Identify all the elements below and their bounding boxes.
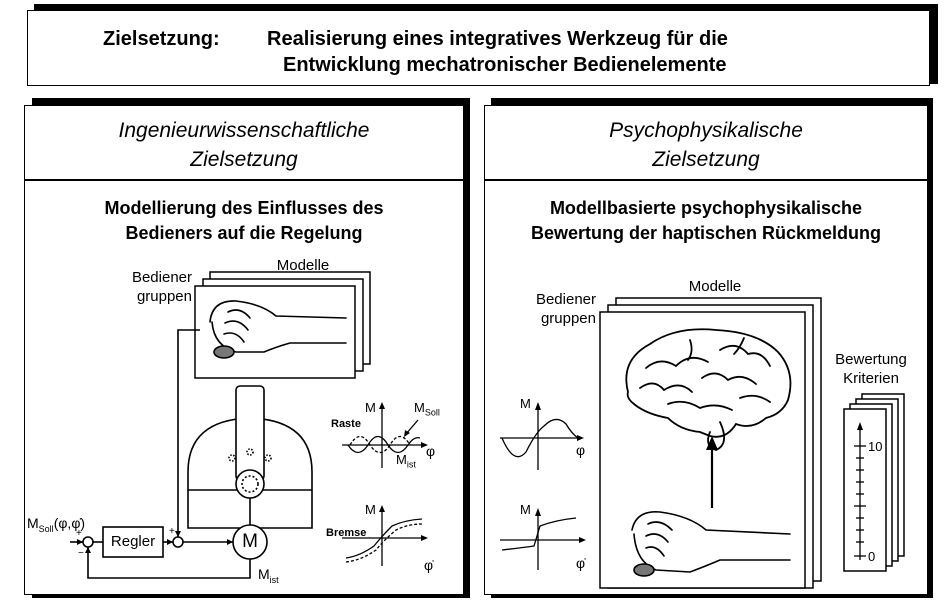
right-heading: Psychophysikalische Zielsetzung bbox=[484, 116, 928, 174]
controller-label: Regler bbox=[110, 533, 156, 550]
right-plot-1 bbox=[500, 406, 580, 470]
setpoint-M: M bbox=[27, 515, 39, 531]
left-control-loop bbox=[70, 329, 268, 579]
right-groups-line-1: Bediener bbox=[535, 291, 596, 308]
raste-soll-M: M bbox=[414, 400, 425, 415]
brain-icon bbox=[625, 328, 792, 451]
raste-soll-sub: Soll bbox=[424, 407, 440, 418]
right-groups-label: Bediener gruppen bbox=[502, 290, 596, 328]
right-plot-2-x-label: φ̇ bbox=[576, 555, 586, 571]
plus-sign-1: + bbox=[76, 528, 82, 539]
right-subheading-line-1: Modellbasierte psychophysikalische bbox=[549, 198, 863, 218]
right-heading-line-2: Zielsetzung bbox=[652, 148, 760, 171]
right-panel-divider bbox=[484, 179, 928, 181]
right-model-card-1 bbox=[599, 311, 806, 589]
right-hand-icon bbox=[631, 511, 791, 577]
left-model-card-1 bbox=[194, 285, 356, 379]
ist-feedback-sub: ist bbox=[269, 574, 279, 585]
raste-plot bbox=[342, 405, 425, 468]
header-line-1: Realisierung eines integratives Werkzeug… bbox=[267, 28, 728, 50]
motor-label: M bbox=[242, 531, 258, 552]
raste-x-label: φ bbox=[426, 443, 436, 459]
minus-sign-1: − bbox=[78, 548, 84, 559]
left-model-stack bbox=[194, 271, 371, 379]
raste-ist-sub: ist bbox=[406, 459, 416, 470]
right-plot-1-x-label: φ bbox=[576, 442, 586, 458]
scale-top-label: 10 bbox=[868, 439, 883, 454]
raste-name: Raste bbox=[331, 418, 361, 430]
raste-ist-M: M bbox=[396, 452, 407, 467]
left-groups-label: Bediener gruppen bbox=[96, 268, 192, 306]
header-box bbox=[27, 10, 930, 86]
right-plot-2 bbox=[500, 512, 582, 570]
left-heading: Ingenieurwissenschaftliche Zielsetzung bbox=[24, 116, 464, 174]
raste-soll-label: MSoll bbox=[414, 400, 440, 418]
left-models-label: Modelle bbox=[276, 257, 330, 274]
left-hand-knob-icon bbox=[213, 345, 235, 359]
right-subheading: Modellbasierte psychophysikalische Bewer… bbox=[484, 196, 928, 246]
ist-feedback-M: M bbox=[258, 566, 270, 582]
header-line-2: Entwicklung mechatronischer Bedienelemen… bbox=[283, 54, 727, 76]
left-lever-mechanism bbox=[187, 385, 313, 529]
raste-y-label: M bbox=[365, 400, 376, 415]
right-hand-knob-icon bbox=[633, 563, 655, 577]
criteria-line-1: Bewertung bbox=[835, 351, 907, 368]
right-groups-line-2: gruppen bbox=[540, 310, 596, 327]
criteria-line-2: Kriterien bbox=[843, 370, 899, 387]
right-subheading-line-2: Bewertung der haptischen Rückmeldung bbox=[530, 223, 882, 243]
ist-feedback-label: Mist bbox=[258, 566, 279, 585]
bremse-plot bbox=[342, 508, 425, 566]
scale-bottom-label: 0 bbox=[868, 549, 876, 564]
right-plot-2-y-label: M bbox=[520, 502, 531, 517]
criteria-scale bbox=[854, 430, 866, 560]
left-groups-line-1: Bediener bbox=[131, 269, 192, 286]
left-heading-line-2: Zielsetzung bbox=[190, 148, 298, 171]
left-subheading-line-2: Bedieners auf die Regelung bbox=[125, 223, 363, 243]
left-groups-line-2: gruppen bbox=[136, 288, 192, 305]
left-hand-icon bbox=[209, 300, 347, 359]
left-panel-divider bbox=[24, 179, 464, 181]
setpoint-args: (φ,φ̇) bbox=[53, 515, 86, 531]
criteria-label: Bewertung Kriterien bbox=[822, 350, 920, 388]
raste-ist-label: Mist bbox=[396, 452, 416, 470]
right-models-label: Modelle bbox=[688, 278, 742, 295]
header-label: Zielsetzung: bbox=[103, 28, 220, 50]
setpoint-sub: Soll bbox=[38, 523, 54, 534]
plus-sign-2: + bbox=[169, 526, 175, 537]
criteria-stack bbox=[843, 393, 905, 572]
right-plot-1-y-label: M bbox=[520, 396, 531, 411]
left-heading-line-1: Ingenieurwissenschaftliche bbox=[118, 119, 370, 142]
right-heading-line-1: Psychophysikalische bbox=[609, 119, 803, 142]
left-subheading-line-1: Modellierung des Einflusses des bbox=[104, 198, 384, 218]
bremse-x-label: φ̇ bbox=[424, 557, 434, 573]
left-subheading: Modellierung des Einflusses des Bediener… bbox=[24, 196, 464, 246]
setpoint-input-label: MSoll(φ,φ̇) bbox=[27, 515, 85, 534]
bremse-name: Bremse bbox=[326, 527, 367, 539]
criteria-card-1 bbox=[843, 408, 887, 572]
bremse-y-label: M bbox=[365, 502, 376, 517]
